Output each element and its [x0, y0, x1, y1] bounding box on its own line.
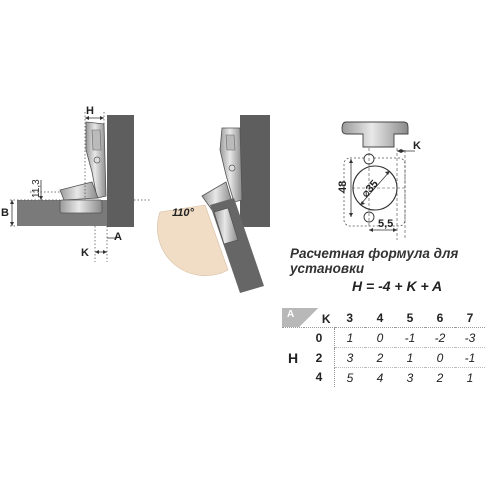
formula-title: Расчетная формула для установки [290, 246, 459, 276]
table-row: 4 5 4 3 2 1 [282, 367, 485, 387]
k-value: 7 [455, 308, 485, 328]
table-header-row: A K 3 4 5 6 7 [282, 308, 485, 328]
table-cell: 2 [436, 370, 444, 385]
corner-label-K: K [321, 312, 331, 326]
label-A: A [114, 231, 122, 243]
adjustment-table: A K 3 4 5 6 7 H 0 1 0 -1 -2 -3 2 3 2 1 0… [282, 308, 485, 387]
table-corner: A K [282, 308, 335, 328]
table-cell: -1 [395, 327, 425, 348]
table-cell: -2 [425, 327, 455, 348]
label-B: B [1, 207, 9, 219]
h-value: 2 [304, 347, 335, 368]
cup-profile [341, 121, 409, 148]
table-row: 2 3 2 1 0 -1 [282, 347, 485, 368]
table-cell: -3 [455, 327, 485, 348]
corner-label-A: A [287, 309, 295, 320]
k-value: 4 [365, 308, 395, 328]
cabinet-wall [107, 115, 134, 227]
formula: H = -4 + K + A [352, 278, 443, 294]
table-cell: 5 [346, 370, 354, 385]
closed-hinge-drawing: H 11,3 B K A [1, 105, 150, 262]
table-cell: 0 [365, 327, 395, 348]
label-cup-diameter: ⌀35 [359, 178, 381, 200]
label-48: 48 [337, 181, 349, 193]
cabinet-wall-open [240, 115, 270, 227]
k-value: 6 [425, 308, 455, 328]
label-angle: 110° [172, 207, 195, 219]
hinge-cup [59, 199, 103, 214]
table-cell: 1 [466, 370, 474, 385]
table-cell: 3 [334, 347, 365, 368]
h-value: 4 [304, 367, 335, 387]
label-11-3: 11,3 [31, 179, 42, 198]
table-cell: 0 [425, 347, 455, 368]
table-cell: 4 [376, 370, 384, 385]
screw-hole-bottom [363, 211, 375, 223]
table-row: H 0 1 0 -1 -2 -3 [282, 327, 485, 366]
table-cell: 1 [395, 347, 425, 368]
table-cell: 1 [334, 327, 365, 348]
table-cell: 3 [406, 370, 414, 385]
label-H: H [86, 105, 94, 117]
h-value: 0 [304, 327, 335, 348]
label-cup-K: K [413, 140, 421, 152]
cup-drilling-drawing: ⌀35 48 K 5,5 [337, 121, 421, 240]
k-value: 3 [334, 308, 365, 328]
label-5-5: 5,5 [378, 218, 393, 230]
label-K: K [81, 247, 89, 259]
k-value: 5 [395, 308, 425, 328]
row-label-H: H [287, 349, 299, 366]
hinge-cup-open [213, 207, 239, 245]
table-cell: 2 [365, 347, 395, 368]
table-cell: -1 [455, 347, 485, 368]
open-hinge-drawing: 110° [157, 115, 270, 293]
opening-sector [157, 204, 229, 276]
